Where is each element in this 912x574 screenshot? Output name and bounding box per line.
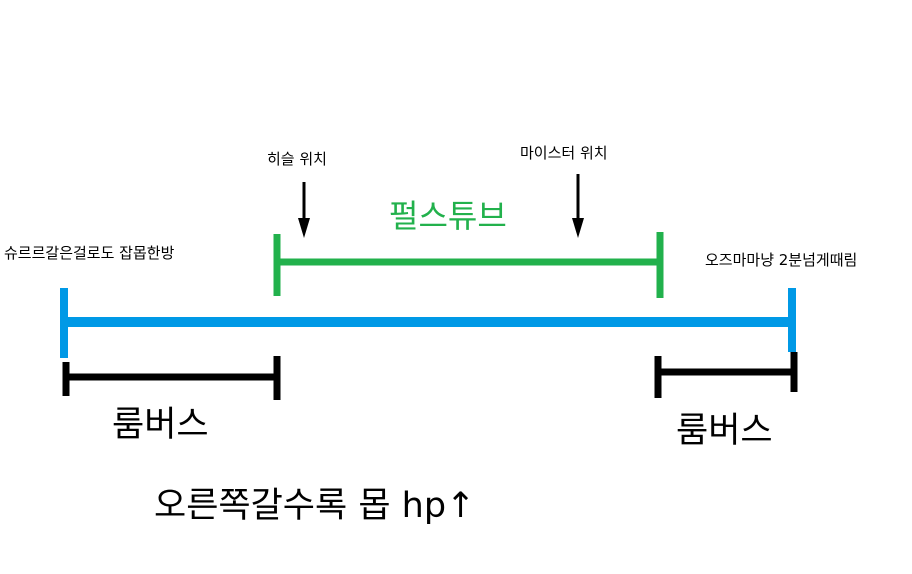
roombus-left-range: [62, 356, 281, 400]
left-end-label: 슈르르갈은걸로도 잡몹한방: [4, 244, 175, 262]
roombus-right-label: 룸버스: [676, 411, 773, 451]
main-range-line: [60, 288, 796, 358]
pulse-tube-label: 펄스튜브: [389, 197, 507, 235]
master-arrow-icon: [572, 174, 584, 238]
master-position-label: 마이스터 위치: [520, 144, 608, 162]
right-end-label: 오즈마마냥 2분넘게때림: [705, 251, 858, 269]
roombus-right-range: [654, 352, 798, 398]
pulse-tube-range: [273, 232, 664, 298]
hisul-arrow-icon: [298, 182, 310, 238]
roombus-left-label: 룸버스: [112, 405, 209, 445]
hisul-position-label: 히슬 위치: [267, 150, 327, 168]
footer-note: 오른쪽갈수록 몹 hp↑: [154, 486, 476, 526]
